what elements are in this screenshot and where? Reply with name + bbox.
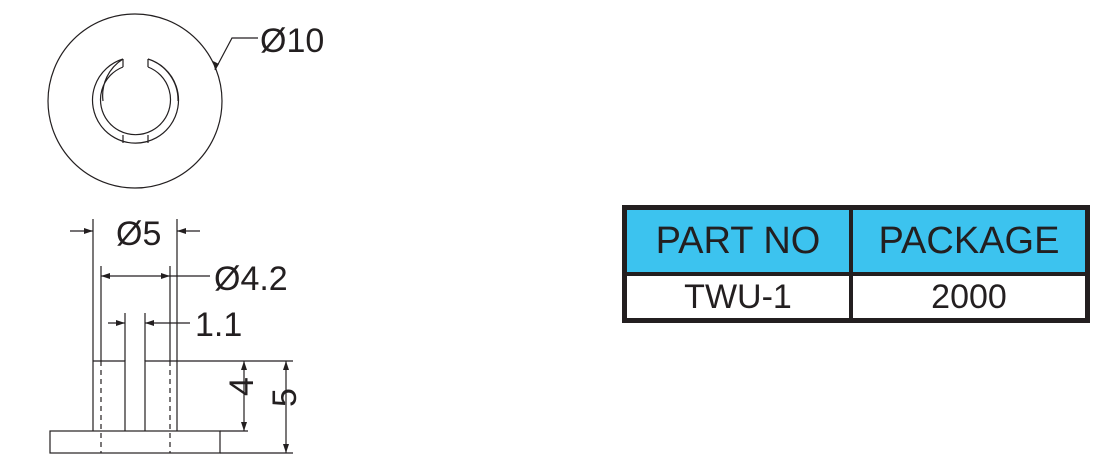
dim-label-slot: 1.1	[195, 306, 242, 344]
dim-line-4-2	[100, 266, 210, 361]
leader-od	[214, 37, 258, 71]
table-header-row: PART NO PACKAGE	[624, 207, 1088, 276]
dim-label-outer-diameter: Ø10	[260, 22, 324, 60]
cell-part-no: TWU-1	[624, 274, 853, 321]
outer-circle	[47, 13, 223, 189]
shaft-outline	[92, 360, 178, 431]
dim-label-total-height: 5	[266, 388, 304, 407]
dim-label-shaft-height: 4	[223, 377, 261, 396]
table-row: TWU-1 2000	[624, 274, 1088, 321]
inner-slotted-circle	[91, 58, 180, 144]
dim-line-5	[70, 219, 200, 361]
part-table: PART NO PACKAGE TWU-1 2000	[622, 205, 1090, 323]
header-part-no: PART NO	[624, 207, 853, 276]
dim-line-1-1	[108, 313, 190, 361]
dim-label-flange: Ø5	[116, 215, 161, 253]
dim-label-shaft-diameter: Ø4.2	[214, 260, 288, 298]
cell-package: 2000	[851, 274, 1088, 321]
dim-line-heights	[177, 360, 293, 454]
flange-base	[49, 430, 221, 454]
slot-lines	[122, 59, 149, 143]
header-package: PACKAGE	[851, 207, 1088, 276]
hidden-lines	[100, 361, 171, 453]
